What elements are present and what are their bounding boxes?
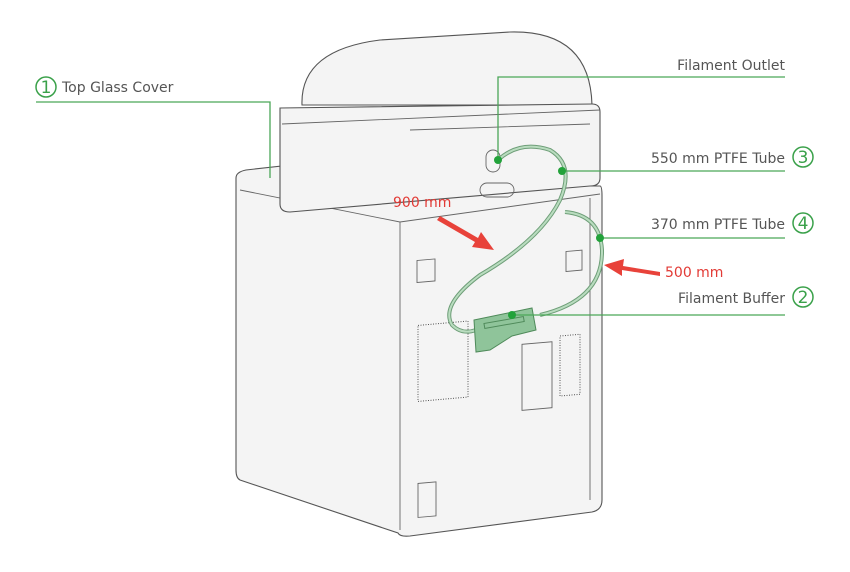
measure-500: 500 mm xyxy=(604,259,723,281)
callout-370-ptfe: 370 mm PTFE Tube 4 xyxy=(596,212,814,242)
callout-550-ptfe: 550 mm PTFE Tube 3 xyxy=(558,146,814,175)
top-glass-cover xyxy=(279,31,601,213)
callout-number: 2 xyxy=(798,288,809,308)
callout-number: 3 xyxy=(798,148,809,168)
label-filament-outlet: Filament Outlet xyxy=(677,58,785,74)
callout-filament-buffer: Filament Buffer 2 xyxy=(508,286,814,319)
measure-900-label: 900 mm xyxy=(393,195,451,211)
arrow-icon xyxy=(437,216,494,250)
measure-900: 900 mm xyxy=(393,195,494,250)
label-top-glass-cover: Top Glass Cover xyxy=(61,80,174,96)
printer-body xyxy=(235,165,603,537)
callout-top-glass-cover: 1 Top Glass Cover xyxy=(35,76,271,178)
callout-filament-outlet: Filament Outlet xyxy=(494,58,785,164)
label-550-ptfe-tube: 550 mm PTFE Tube xyxy=(651,151,785,167)
label-filament-buffer: Filament Buffer xyxy=(678,291,785,307)
measure-500-label: 500 mm xyxy=(665,265,723,281)
label-370-ptfe-tube: 370 mm PTFE Tube xyxy=(651,217,785,233)
arrow-icon xyxy=(604,259,660,276)
ptfe-tubes xyxy=(447,144,605,334)
callout-number: 1 xyxy=(41,78,52,98)
callout-number: 4 xyxy=(798,214,809,234)
filament-buffer-device xyxy=(473,307,537,353)
